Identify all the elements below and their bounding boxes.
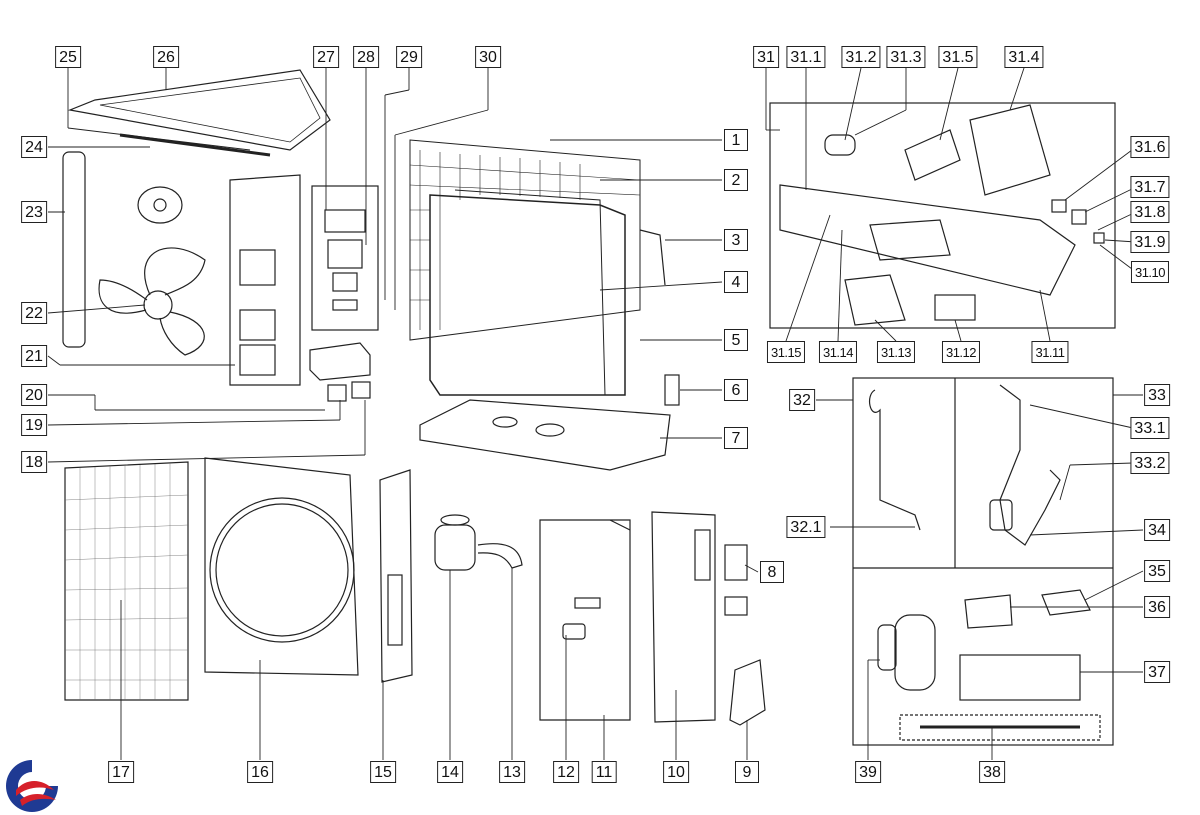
- callout-31-6: 31.6: [1130, 136, 1170, 158]
- reactor-part: [309, 342, 371, 381]
- callout-17: 17: [108, 761, 134, 783]
- callout-31-12: 31.12: [941, 341, 981, 363]
- callout-20: 20: [21, 384, 47, 406]
- handle-part: [724, 544, 748, 581]
- callout-15: 15: [370, 761, 396, 783]
- callout-22: 22: [21, 302, 47, 324]
- callout-4: 4: [724, 271, 748, 293]
- callout-33-1: 33.1: [1130, 417, 1170, 439]
- corner-post-part: [62, 151, 86, 348]
- callout-35: 35: [1144, 560, 1170, 582]
- callout-31-3: 31.3: [886, 46, 926, 68]
- callout-19: 19: [21, 414, 47, 436]
- base-pan-part: [419, 399, 671, 471]
- callout-25: 25: [55, 46, 81, 68]
- fan-blade-part: [98, 247, 206, 356]
- callout-31-9: 31.9: [1130, 231, 1170, 253]
- callout-38: 38: [979, 761, 1005, 783]
- base-plate-part: [959, 654, 1081, 701]
- callout-39: 39: [855, 761, 881, 783]
- callout-11: 11: [591, 761, 617, 783]
- compressor-part: [894, 614, 936, 691]
- callout-27: 27: [313, 46, 339, 68]
- callout-21: 21: [21, 345, 47, 367]
- callout-24: 24: [21, 136, 47, 158]
- callout-31-10: 31.10: [1130, 261, 1170, 283]
- side-bracket-part: [379, 469, 413, 683]
- main-pcb-part: [844, 274, 906, 326]
- callout-3: 3: [724, 229, 748, 251]
- valve-assembly-part: [868, 389, 921, 531]
- callout-31-11: 31.11: [1031, 341, 1069, 363]
- callout-31-7: 31.7: [1130, 176, 1170, 198]
- callout-37: 37: [1144, 661, 1170, 683]
- callout-33-2: 33.2: [1130, 452, 1170, 474]
- callout-28: 28: [353, 46, 379, 68]
- control-box-frame: [769, 102, 1116, 329]
- callout-2: 2: [724, 169, 748, 191]
- fan-motor-part: [137, 186, 183, 224]
- callout-31-4: 31.4: [1004, 46, 1044, 68]
- callout-12: 12: [553, 761, 579, 783]
- callout-26: 26: [153, 46, 179, 68]
- callout-31-2: 31.2: [841, 46, 881, 68]
- four-way-valve-part: [999, 384, 1061, 546]
- callout-5: 5: [724, 329, 748, 351]
- right-side-panel-part: [539, 519, 631, 721]
- motor-bracket-part: [229, 174, 301, 386]
- access-panel-part: [651, 511, 716, 723]
- callout-31-13: 31.13: [876, 341, 916, 363]
- handle-cover-part: [729, 659, 766, 726]
- callout-6: 6: [724, 379, 748, 401]
- pcb-part: [969, 104, 1051, 196]
- callout-31-1: 31.1: [786, 46, 826, 68]
- callout-14: 14: [437, 761, 463, 783]
- callout-7: 7: [724, 427, 748, 449]
- callout-36: 36: [1144, 596, 1170, 618]
- callout-29: 29: [396, 46, 422, 68]
- capacitor-part: [824, 134, 856, 156]
- callout-31-14: 31.14: [818, 341, 858, 363]
- strap-part: [477, 543, 523, 569]
- callout-9: 9: [735, 761, 759, 783]
- callout-10: 10: [663, 761, 689, 783]
- callout-1: 1: [724, 129, 748, 151]
- callout-16: 16: [247, 761, 273, 783]
- callout-30: 30: [475, 46, 501, 68]
- callout-32: 32: [789, 389, 815, 411]
- callout-18: 18: [21, 451, 47, 473]
- control-box-part: [779, 184, 1076, 296]
- callout-31-15: 31.15: [766, 341, 806, 363]
- heater-part: [899, 714, 1101, 741]
- front-panel-part: [204, 457, 359, 676]
- brand-logo-icon: [6, 760, 58, 812]
- callout-32-1: 32.1: [786, 516, 826, 538]
- callout-33: 33: [1144, 384, 1170, 406]
- callout-31: 31: [753, 46, 779, 68]
- terminal-board-part: [904, 129, 961, 181]
- condenser-coil-part: [409, 139, 641, 396]
- callout-8: 8: [760, 561, 784, 583]
- front-grille-part: [64, 461, 189, 701]
- top-cover-part: [67, 69, 331, 151]
- callout-31-8: 31.8: [1130, 201, 1170, 223]
- callout-31-5: 31.5: [938, 46, 978, 68]
- refrigerant-parts-frame: [852, 377, 1114, 746]
- callout-34: 34: [1144, 519, 1170, 541]
- gasket-part: [1041, 589, 1091, 616]
- wire-grille-part: [409, 150, 641, 330]
- callout-13: 13: [499, 761, 525, 783]
- callout-23: 23: [21, 201, 47, 223]
- reservoir-part: [434, 524, 476, 571]
